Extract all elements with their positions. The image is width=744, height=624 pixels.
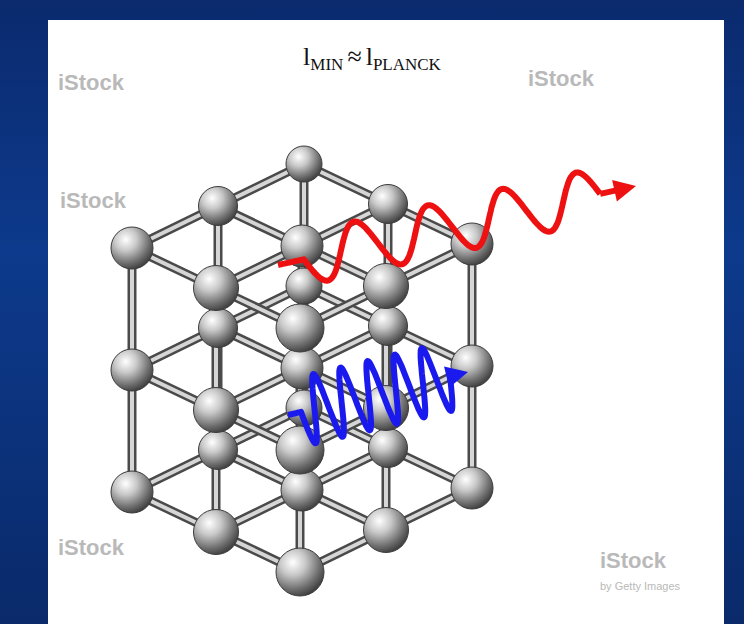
approx-symbol: ≈: [347, 42, 361, 71]
lattice-sphere: [111, 471, 153, 513]
lattice-sphere: [451, 467, 493, 509]
watermark: iStock: [58, 70, 124, 96]
lattice-sphere: [364, 264, 409, 309]
lattice-sphere: [199, 309, 238, 348]
lattice-sphere: [111, 349, 153, 391]
subscript-label: MIN: [310, 55, 343, 74]
lattice-sphere: [199, 431, 238, 470]
watermark: iStock: [600, 548, 666, 574]
lattice-sphere: [276, 304, 324, 352]
watermark: iStock: [60, 188, 126, 214]
lattice-sphere: [111, 227, 153, 269]
photon-wave: [288, 348, 452, 443]
lattice-sphere: [369, 307, 408, 346]
lattice-sphere: [276, 548, 324, 596]
photon-waves: [278, 173, 636, 444]
lattice-spheres: [111, 146, 493, 596]
lattice-sphere: [369, 429, 408, 468]
watermark: iStock: [528, 66, 594, 92]
lattice-sphere: [364, 508, 409, 553]
lattice-sphere: [286, 146, 322, 182]
subscript-label: PLANCK: [373, 55, 441, 74]
wave-arrowhead: [612, 180, 636, 201]
photon-wave: [278, 173, 600, 281]
lattice-sphere: [194, 266, 239, 311]
lattice-rods: [132, 164, 472, 572]
lattice-sphere: [194, 510, 239, 555]
lattice-sphere: [281, 469, 323, 511]
wave-arrowhead: [444, 366, 468, 387]
lattice-sphere: [199, 187, 238, 226]
length-symbol: l: [303, 42, 310, 71]
length-symbol: l: [366, 42, 373, 71]
watermark: iStock: [58, 535, 124, 561]
lattice-sphere: [369, 185, 408, 224]
lattice-sphere: [194, 388, 239, 433]
watermark: by Getty Images: [600, 580, 680, 592]
